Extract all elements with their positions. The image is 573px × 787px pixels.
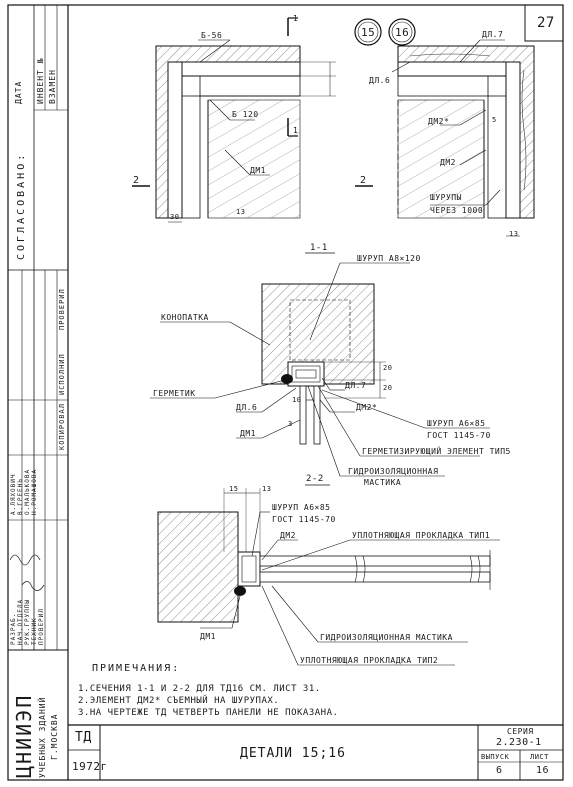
stamp-role-technician: ТЕХНИК bbox=[31, 617, 38, 645]
stamp-agreed: СОГЛАСОВАНО: bbox=[16, 151, 27, 260]
dim-10: 10 bbox=[292, 396, 302, 404]
stamp-name-4: Н.РОМАШОВА bbox=[31, 468, 38, 515]
org-subtitle: УЧЕБНЫХ ЗДАНИЙ bbox=[38, 696, 47, 778]
label-screw-a8: ШУРУП А8×120 bbox=[357, 254, 421, 263]
title-block-series: 2.230-1 bbox=[496, 737, 542, 748]
label-dm1-s2: ДМ1 bbox=[200, 632, 216, 641]
dim-5: 5 bbox=[492, 116, 497, 124]
label-screw-a6-s2: ШУРУП А6×85 bbox=[272, 503, 331, 512]
label-gost-s1: ГОСТ 1145-70 bbox=[427, 431, 491, 440]
notes-heading: ПРИМЕЧАНИЯ: bbox=[92, 663, 181, 674]
detail-mark-16: 16 bbox=[395, 26, 410, 39]
stamp-name-1: А.ЛЯХОВИЧ bbox=[10, 473, 17, 515]
note-line-2: 2.ЭЛЕМЕНТ ДМ2* СЪЕМНЫЙ НА ШУРУПАХ. bbox=[78, 696, 280, 706]
cut-mark-2-right: 2 bbox=[360, 175, 367, 186]
label-b56: Б-56 bbox=[201, 31, 223, 40]
label-gasket-type2: УПЛОТНЯЮЩАЯ ПРОКЛАДКА ТИП2 bbox=[300, 656, 439, 665]
detail-mark-15: 15 bbox=[361, 26, 376, 39]
plan-detail-15 bbox=[132, 17, 373, 223]
title-block-series-label: СЕРИЯ bbox=[507, 727, 534, 736]
dim-3: 3 bbox=[288, 420, 293, 428]
section-1-title: 1-1 bbox=[310, 243, 328, 253]
label-dl7-plan: ДЛ.7 bbox=[482, 30, 504, 39]
label-dm2-plan: ДМ2 bbox=[440, 158, 456, 167]
label-dm1-s1: ДМ1 bbox=[240, 429, 256, 438]
label-dm1-plan: ДМ1 bbox=[250, 166, 266, 175]
stamp-col-executed: ИСПОЛНИЛ bbox=[58, 353, 66, 395]
note-line-1: 1.СЕЧЕНИЯ 1-1 И 2-2 ДЛЯ ТД16 СМ. ЛИСТ 31… bbox=[78, 684, 321, 694]
label-mastic-s2: ГИДРОИЗОЛЯЦИОННАЯ МАСТИКА bbox=[320, 633, 453, 642]
title-block-code: ТД bbox=[75, 730, 92, 745]
title-block-sheet: 16 bbox=[536, 765, 550, 776]
label-dm2-s2: ДМ2 bbox=[280, 531, 296, 540]
section-2-title: 2-2 bbox=[306, 474, 324, 484]
stamp-role-developer: РАЗРАБ. bbox=[10, 612, 17, 645]
section-1-1 bbox=[150, 252, 490, 477]
note-line-3: 3.НА ЧЕРТЕЖЕ ТД ЧЕТВЕРТЬ ПАНЕЛИ НЕ ПОКАЗ… bbox=[78, 708, 339, 718]
stamp-name-2: В.ГРЕЕНЬ bbox=[17, 478, 24, 515]
stamp-replace-header: ВЗАМЕН bbox=[48, 69, 57, 104]
cut-mark-1-top: 1 bbox=[293, 14, 299, 23]
org-city: Г.МОСКВА bbox=[50, 713, 59, 760]
label-gost-s2: ГОСТ 1145-70 bbox=[272, 515, 336, 524]
label-b120: Б 120 bbox=[232, 110, 259, 119]
stamp-col-copied: КОПИРОВАЛ bbox=[58, 403, 66, 450]
dim-20a: 20 bbox=[383, 364, 393, 372]
stamp-role-group-lead: РУК.ГРУППЫ bbox=[24, 598, 31, 645]
stamp-date-header: ДАТА bbox=[14, 80, 23, 104]
label-dm2star-plan: ДМ2* bbox=[428, 117, 450, 126]
label-gasket-type1: УПЛОТНЯЮЩАЯ ПРОКЛАДКА ТИП1 bbox=[352, 531, 491, 540]
label-screws: ШУРУПЫ bbox=[430, 193, 462, 202]
sheet-number: 27 bbox=[537, 15, 555, 31]
stamp-role-checker: ПРОВЕРИЛ bbox=[38, 608, 45, 645]
stamp-role-dept-head: НАЧ.ОТДЕЛА bbox=[17, 598, 24, 645]
dim-20b: 20 bbox=[383, 384, 393, 392]
label-dl7-s1: ДЛ.7 bbox=[345, 381, 367, 390]
org-name: ЦНИИЭП bbox=[12, 693, 36, 778]
dim-13-s2: 13 bbox=[262, 485, 272, 493]
dim-13-right: 13 bbox=[509, 230, 519, 238]
stamp-name-3: О.МАЛЬКОВА bbox=[24, 468, 31, 515]
stamp-col-checked: ПРОВЕРИЛ bbox=[58, 288, 66, 330]
label-seal-type5: ГЕРМЕТИЗИРУЮЩИЙ ЭЛЕМЕНТ ТИП5 bbox=[362, 447, 511, 456]
section-2-2 bbox=[157, 484, 500, 666]
dim-30: 30 bbox=[170, 213, 180, 221]
cut-mark-1-bottom: 1 bbox=[293, 126, 299, 135]
label-sealant: ГЕРМЕТИК bbox=[153, 389, 196, 398]
label-dl6-s1: ДЛ.6 bbox=[236, 403, 258, 412]
label-mastic-2: МАСТИКА bbox=[364, 478, 402, 487]
title-block-issue: 6 bbox=[496, 765, 503, 776]
plan-detail-16 bbox=[391, 39, 535, 237]
title-block-issue-label: ВЫПУСК bbox=[481, 753, 510, 761]
stamp-inventory-header: ИНВЕНТ № bbox=[36, 57, 45, 104]
cut-mark-2-left: 2 bbox=[133, 175, 140, 186]
label-mastic-1: ГИДРОИЗОЛЯЦИОННАЯ bbox=[348, 467, 439, 476]
label-screw-a6-s1: ШУРУП А6×85 bbox=[427, 419, 486, 428]
label-dl6-plan: ДЛ.6 bbox=[369, 76, 391, 85]
title-block-title: ДЕТАЛИ 15;16 bbox=[240, 746, 346, 761]
title-block-year: 1972г bbox=[72, 760, 108, 773]
dim-13-left: 13 bbox=[236, 208, 246, 216]
label-caulk: КОНОПАТКА bbox=[161, 313, 209, 322]
title-block-sheet-label: ЛИСТ bbox=[530, 753, 549, 761]
label-step: ЧЕРЕЗ 1000 bbox=[430, 206, 484, 215]
dim-15: 15 bbox=[229, 485, 239, 493]
label-dm2star-s1: ДМ2* bbox=[356, 403, 378, 412]
